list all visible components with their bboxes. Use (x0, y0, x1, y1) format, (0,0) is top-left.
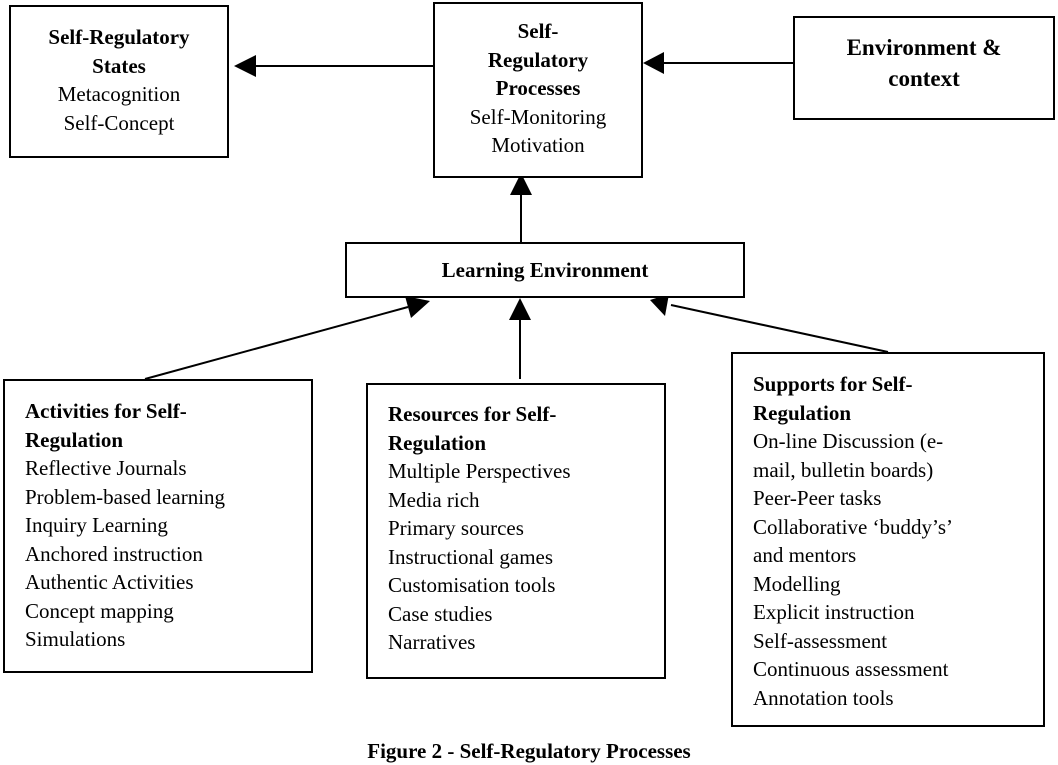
activities-title-line-2: Regulation (25, 427, 124, 452)
supports-item: Explicit instruction (753, 600, 915, 624)
resources-item: Primary sources (388, 516, 524, 540)
states-title-line-1: Self-Regulatory (48, 25, 190, 49)
arrow-activities-to-learning (144, 296, 430, 380)
supports-item: Continuous assessment (753, 657, 949, 681)
states-item: Self-Concept (63, 110, 175, 135)
environment-context-title-line-2: context (888, 66, 960, 91)
activities-item: Inquiry Learning (25, 513, 168, 537)
arrow-environment-to-processes (643, 52, 793, 74)
states-title-line-2: States (92, 53, 146, 78)
environment-context-box: Environment & context (793, 16, 1055, 120)
figure-caption: Figure 2 - Self-Regulatory Processes (367, 739, 691, 763)
learning-environment-title: Learning Environment (441, 258, 649, 282)
supports-title-line-2: Regulation (753, 400, 852, 425)
supports-item: Peer-Peer tasks (753, 486, 882, 510)
self-regulatory-states-box: Self-Regulatory States Metacognition Sel… (9, 5, 229, 158)
supports-item: mail, bulletin boards) (753, 457, 934, 482)
activities-item: Authentic Activities (25, 570, 194, 594)
arrow-resources-to-learning (509, 298, 531, 379)
processes-title-line-1: Self- (517, 19, 559, 43)
activities-item: Simulations (25, 627, 126, 651)
supports-box: Supports for Self- Regulation On-line Di… (731, 352, 1045, 727)
resources-item: Case studies (388, 601, 493, 626)
resources-item: Narratives (388, 630, 476, 654)
activities-item: Reflective Journals (25, 456, 187, 480)
environment-context-title-line-1: Environment & (846, 35, 1002, 60)
processes-item: Motivation (491, 133, 585, 157)
learning-environment-box: Learning Environment (345, 242, 745, 298)
resources-title-line-2: Regulation (388, 430, 487, 455)
resources-item: Customisation tools (388, 573, 556, 597)
processes-title-line-2: Regulatory (487, 47, 589, 72)
activities-item: Concept mapping (25, 598, 174, 623)
supports-item: and mentors (753, 543, 857, 567)
self-regulatory-processes-box: Self- Regulatory Processes Self-Monitori… (433, 2, 643, 178)
resources-item: Multiple Perspectives (388, 459, 571, 483)
activities-item: Problem-based learning (25, 484, 226, 509)
arrow-learning-to-processes (510, 173, 532, 242)
states-item: Metacognition (57, 82, 181, 106)
resources-title-line-1: Resources for Self- (388, 402, 557, 426)
supports-item: Collaborative ‘buddy’s’ (753, 514, 954, 539)
supports-item: Self-assessment (753, 628, 888, 653)
activities-item: Anchored instruction (25, 541, 203, 566)
activities-title-line-1: Activities for Self- (25, 399, 187, 423)
processes-item: Self-Monitoring (469, 104, 607, 129)
resources-item: Instructional games (388, 544, 554, 569)
supports-item: Annotation tools (753, 685, 894, 710)
activities-box: Activities for Self- Regulation Reflecti… (3, 379, 313, 673)
resources-item: Media rich (388, 487, 480, 512)
supports-item: Modelling (753, 571, 841, 596)
supports-item: On-line Discussion (e- (753, 429, 944, 453)
processes-title-line-3: Processes (495, 76, 581, 100)
arrow-supports-to-learning (650, 294, 889, 353)
resources-box: Resources for Self- Regulation Multiple … (366, 383, 666, 679)
supports-title-line-1: Supports for Self- (753, 372, 913, 396)
arrow-processes-to-states (234, 55, 433, 77)
